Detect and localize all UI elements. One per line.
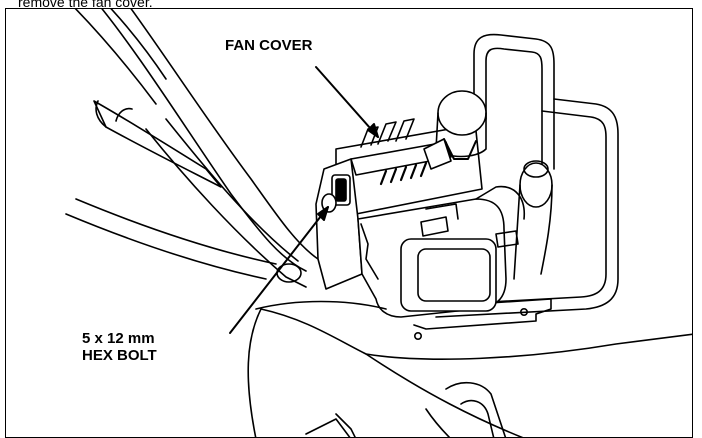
hex-bolt-label: 5 x 12 mm HEX BOLT — [82, 330, 157, 364]
hex-bolt-type: HEX BOLT — [82, 347, 157, 364]
tine-shield — [248, 302, 693, 438]
hex-bolt-size: 5 x 12 mm — [82, 330, 157, 347]
illustration-frame: FAN COVER 5 x 12 mm HEX BOLT — [5, 8, 693, 438]
fan-cover-label: FAN COVER — [225, 37, 313, 54]
tines — [306, 383, 506, 438]
tiller-engine-drawing — [6, 9, 693, 438]
engine — [316, 91, 552, 317]
fan-cover-leader-line — [316, 67, 378, 137]
